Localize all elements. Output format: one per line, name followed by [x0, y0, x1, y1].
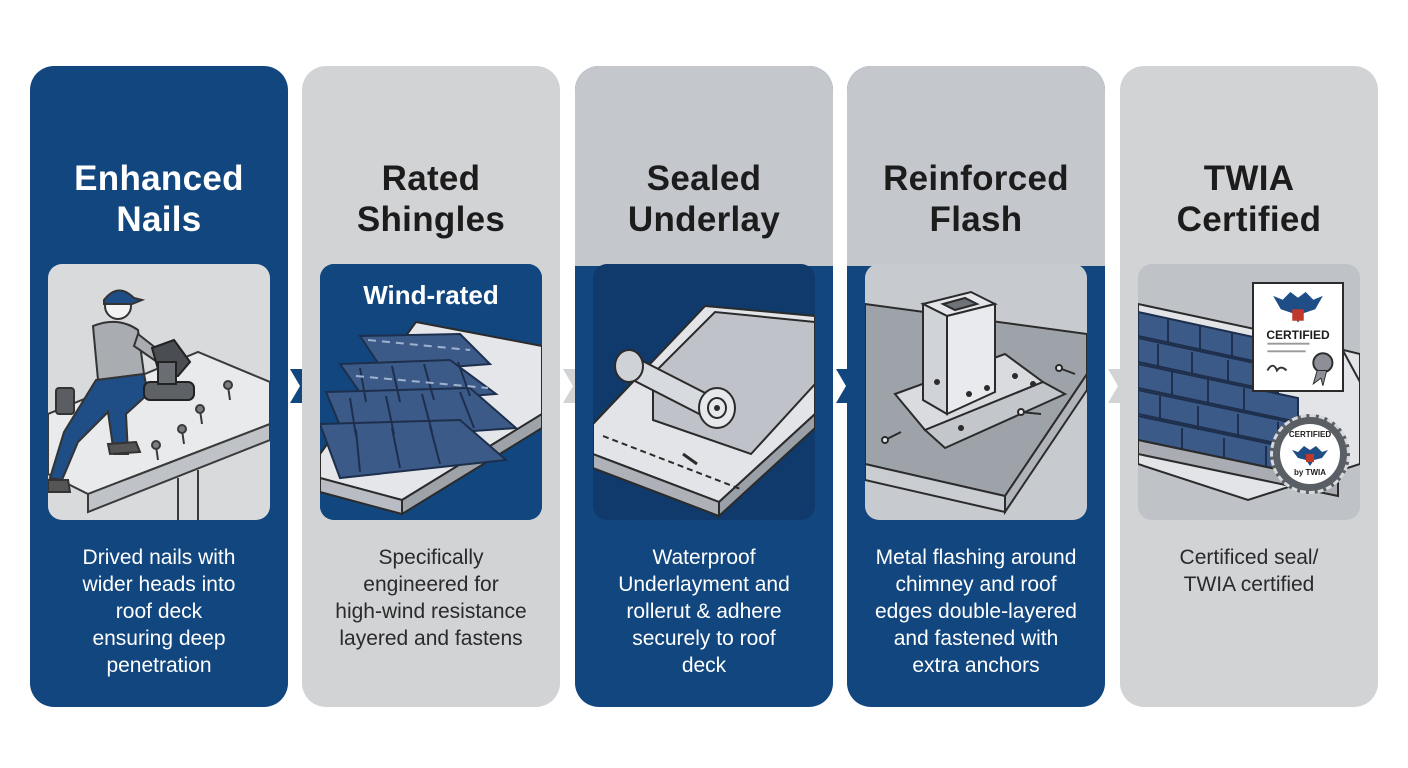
- panel-header-bg: [847, 66, 1105, 266]
- step-panel-rated-shingles: Rated Shingles: [302, 66, 560, 707]
- step-panel-sealed-underlay: Sealed Underlay Waterproof Underlayment …: [575, 66, 833, 707]
- underlay-roll-icon: [593, 264, 815, 520]
- roofer-icon: [48, 264, 270, 520]
- step-description: Specifically engineered for high-wind re…: [335, 546, 527, 650]
- step-title: Reinforced Flash: [883, 159, 1069, 239]
- step-title: Sealed Underlay: [627, 159, 781, 239]
- certified-roof-illustration: CERTIFIED CERTIFIED by TWIA: [1138, 264, 1360, 520]
- step-description: Certificed seal/ TWIA certified: [1179, 546, 1319, 596]
- step-panel-twia-certified: TWIA Certified: [1120, 66, 1378, 707]
- seal-icon: CERTIFIED by TWIA: [1270, 414, 1350, 494]
- step-description: Waterproof Underlayment and rollerut & a…: [618, 546, 790, 677]
- shingles-icon: Wind-rated: [320, 264, 542, 520]
- step-description: Metal flashing around chimney and roof e…: [875, 546, 1077, 677]
- step-panel-reinforced-flash: Reinforced Flash: [847, 66, 1105, 707]
- seal-bottom-label: by TWIA: [1294, 468, 1326, 477]
- certificate-label: CERTIFIED: [1266, 328, 1330, 342]
- seal-top-label: CERTIFIED: [1288, 430, 1332, 439]
- panel-header-bg: [575, 66, 833, 266]
- chimney-flashing-icon: [865, 264, 1087, 520]
- wind-rated-label: Wind-rated: [363, 280, 499, 310]
- seal-inner: CERTIFIED by TWIA: [1280, 424, 1340, 484]
- step-title: TWIA Certified: [1176, 159, 1322, 239]
- step-description: Drived nails with wider heads into roof …: [82, 546, 236, 677]
- certificate-icon: CERTIFIED: [1252, 282, 1344, 392]
- step-title: Rated Shingles: [356, 159, 506, 239]
- step-panel-enhanced-nails: Enhanced Nails: [30, 66, 288, 707]
- step-title: Enhanced Nails: [74, 159, 244, 239]
